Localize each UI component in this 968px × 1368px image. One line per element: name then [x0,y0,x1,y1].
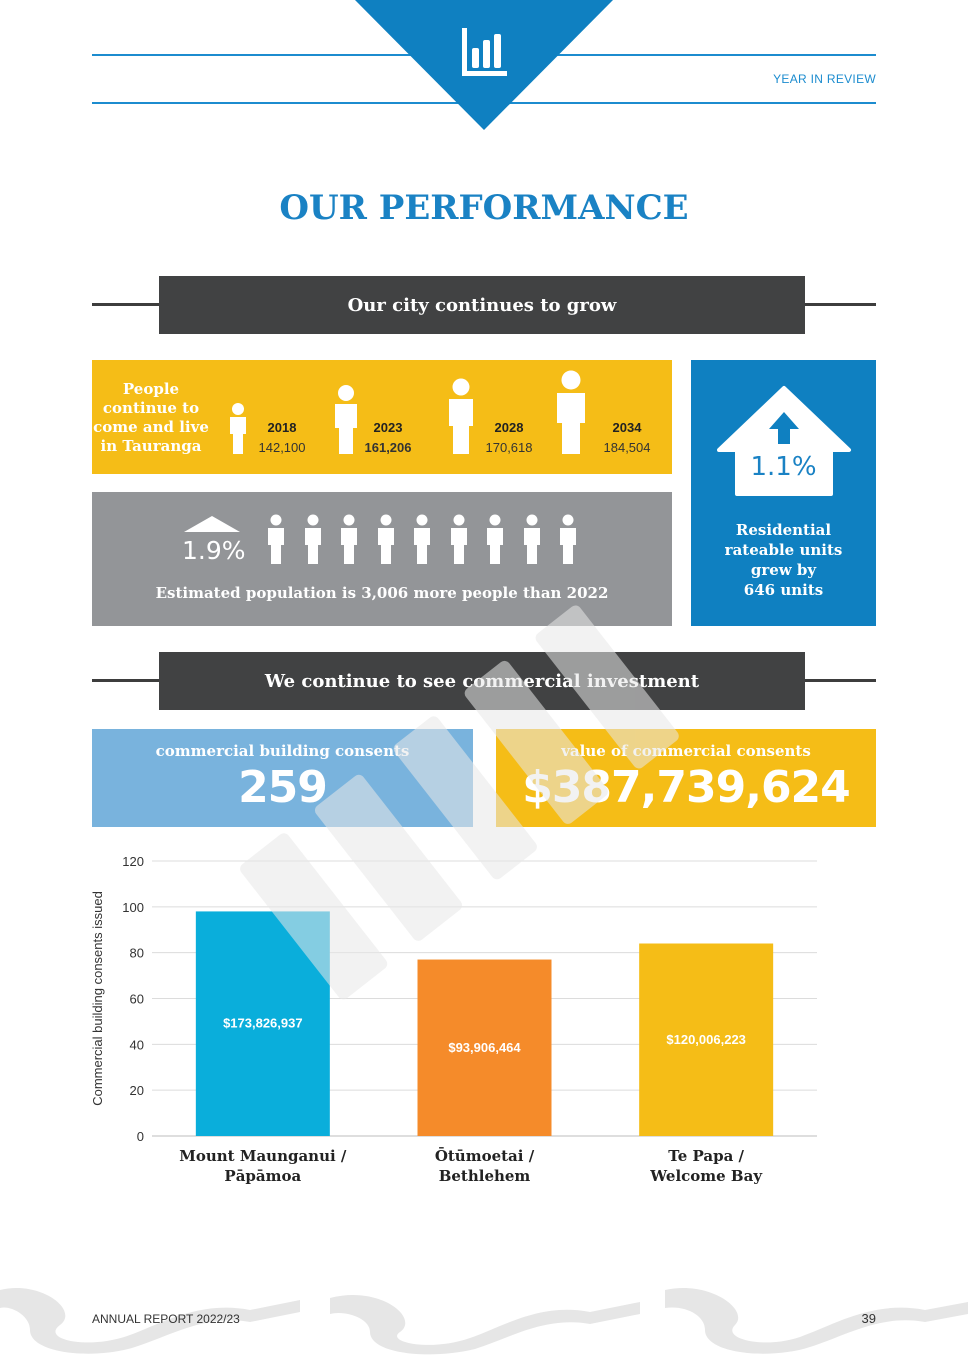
y-tick-label: 40 [130,1037,144,1052]
consents-count-value: 259 [238,762,328,813]
y-tick-label: 60 [130,992,144,1007]
up-arrow-icon [769,412,799,444]
x-category-label: Welcome Bay [649,1167,763,1185]
bar-data-label: $173,826,937 [223,1016,303,1031]
person-icon [557,370,585,454]
person-icon [524,514,540,564]
year-label: 2028 [494,420,524,435]
year-value: 161,206 [364,440,412,455]
up-triangle-icon [184,516,240,532]
population-intro: People continue to come and live in Taur… [93,380,209,455]
growth-caption: Estimated population is 3,006 more peopl… [155,584,609,602]
consents-value-box: value of commercial consents $387,739,62… [496,729,876,827]
x-category-label: Ōtūmoetai / [435,1146,535,1165]
commercial-banner: We continue to see commercial investment [159,652,805,710]
year-label: 2023 [373,420,403,435]
person-icon [451,514,467,564]
caption-line: rateable units [724,541,843,559]
chart-bar [417,959,552,1136]
x-category-label: Pāpāmoa [224,1167,301,1185]
people-row [267,514,587,566]
page-title: OUR PERFORMANCE [279,188,689,228]
caption-line: 646 units [743,581,824,599]
chart-bar [639,943,774,1136]
residential-percent: 1.1% [750,452,817,482]
x-category-label: Mount Maunganui / [179,1147,347,1165]
consents-value-amount: $387,739,624 [522,762,851,813]
person-icon [560,514,576,564]
y-tick-label: 120 [122,854,144,869]
footer-pattern [0,1288,968,1355]
y-tick-label: 0 [137,1129,144,1144]
y-axis-label: Commercial building consents issued [90,891,105,1106]
y-tick-label: 80 [130,946,144,961]
bar-chart-icon [462,28,507,76]
person-icon [335,385,357,454]
x-category-label: Te Papa / [668,1147,744,1165]
residential-units-panel: 1.1% Residential rateable units grew by … [691,360,876,626]
y-tick-label: 100 [122,900,144,915]
person-icon [341,514,357,564]
year-label: 2034 [612,420,642,435]
person-icon [268,514,284,564]
person-icon [487,514,503,564]
y-tick-label: 20 [130,1083,144,1098]
page-number: 39 [861,1311,876,1326]
person-icon [305,514,321,564]
growth-banner: Our city continues to grow [159,276,805,334]
person-icon [378,514,394,564]
section-label: YEAR IN REVIEW [773,72,876,86]
caption-line: Residential [735,521,832,539]
year-value: 170,618 [485,440,533,455]
population-panel: People continue to come and live in Taur… [92,360,672,474]
growth-percent: 1.9% [182,536,246,565]
bar-data-label: $120,006,223 [666,1032,746,1047]
year-label: 2018 [267,420,297,435]
caption-line: grew by [750,561,817,579]
header-triangle [355,0,613,130]
bar-data-label: $93,906,464 [448,1040,521,1055]
house-icon [717,386,851,496]
consents-value-label: value of commercial consents [561,742,811,760]
year-value: 184,504 [603,440,651,455]
person-icon [414,514,430,564]
population-growth-panel: 1.9% Estimated population is 3,006 more … [92,492,672,626]
x-category-label: Bethlehem [439,1167,531,1185]
residential-caption: Residential rateable units grew by 646 u… [691,520,876,600]
consents-count-label: commercial building consents [155,742,410,760]
consents-count-box: commercial building consents 259 [92,729,473,827]
person-icon [449,378,473,454]
person-icon [230,403,246,454]
year-value: 142,100 [258,440,306,455]
report-title: ANNUAL REPORT 2022/23 [92,1312,240,1326]
